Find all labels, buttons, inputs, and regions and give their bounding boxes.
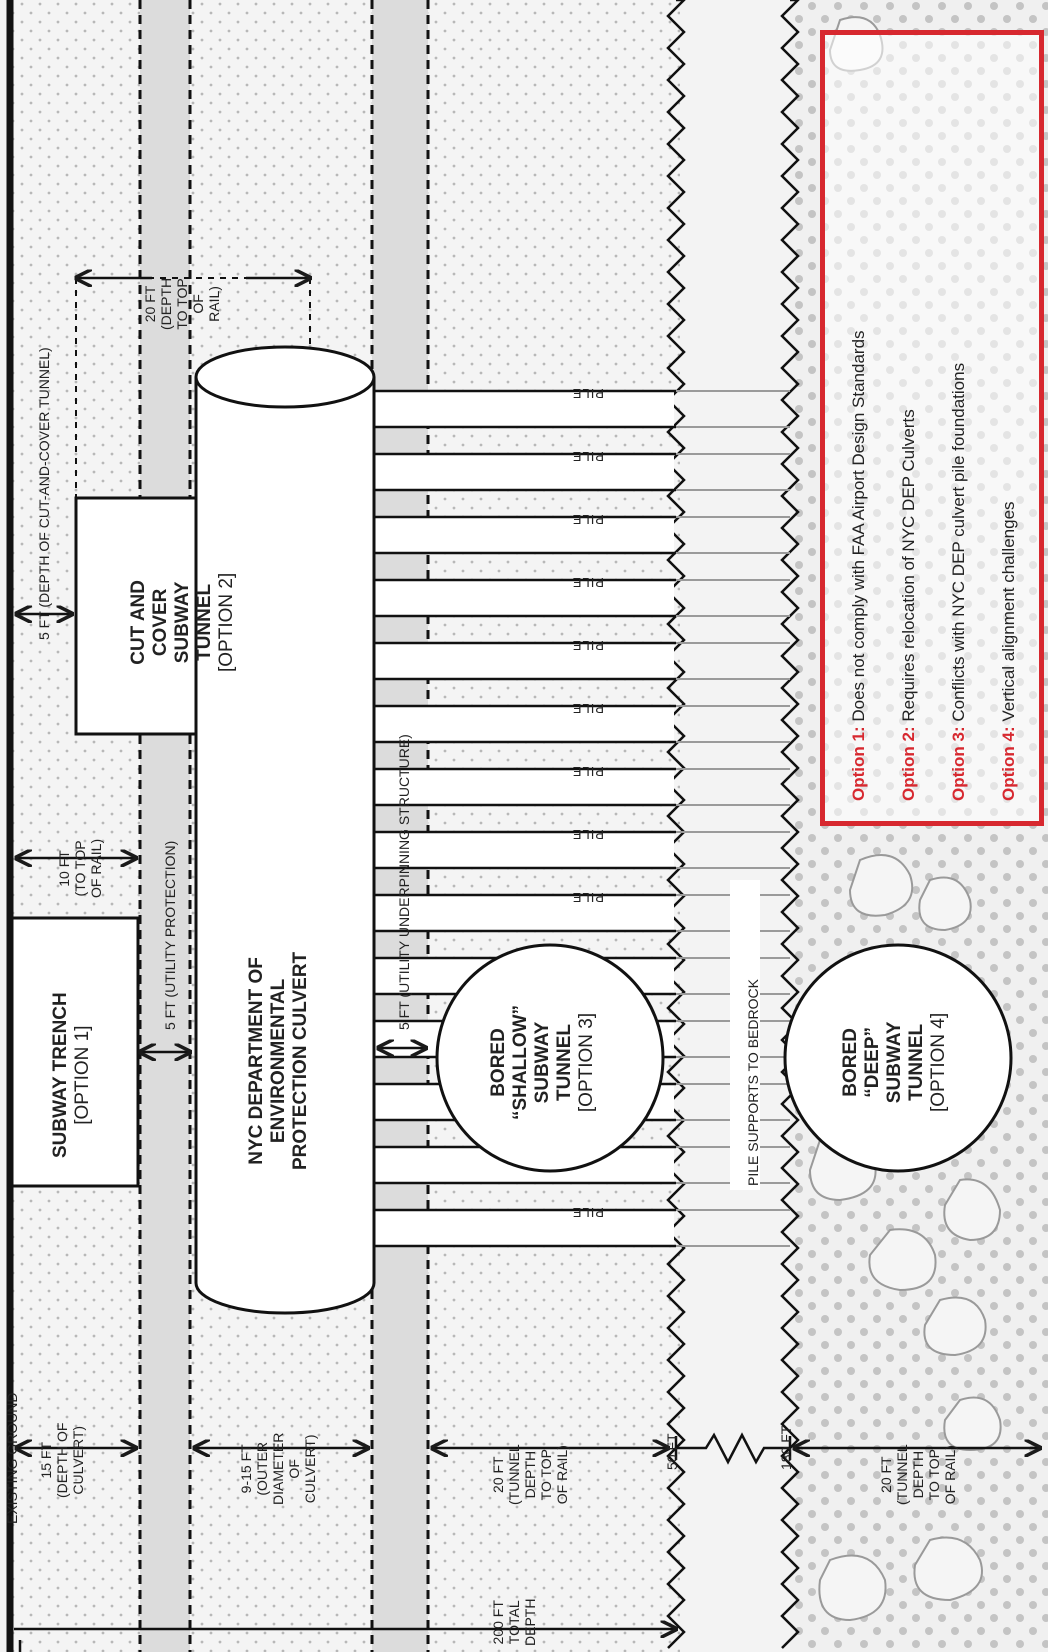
existing-ground-label: EXISTING GROUND	[4, 1392, 20, 1524]
utility-underpinning-label: 5 FT (UTILITY UNDERPINNING STRUCTURE)	[396, 734, 412, 1030]
pile-label: PILE	[571, 1205, 604, 1220]
pile	[374, 704, 790, 744]
depth-180-label: 180 FT	[778, 1425, 794, 1470]
bored-deep-circle	[783, 943, 1013, 1173]
pile	[374, 515, 790, 555]
pile-label: PILE	[571, 890, 604, 905]
pile-label: PILE	[571, 512, 604, 527]
legend-option-4: Option 4: Vertical alignment challenges	[999, 501, 1018, 801]
pile	[374, 452, 790, 492]
pile	[374, 578, 790, 618]
pile	[374, 641, 790, 681]
pile-label: PILE	[571, 575, 604, 590]
options-legend: Option 1: Does not comply with FAA Airpo…	[820, 30, 1044, 826]
subway-trench-label: SUBWAY TRENCH[OPTION 1]	[50, 992, 93, 1158]
bored-shallow-circle	[435, 943, 665, 1173]
depth-50-label: 50 FT	[664, 1433, 680, 1470]
pile-label: PILE	[571, 449, 604, 464]
utility-protection-label: 5 FT (UTILITY PROTECTION)	[162, 840, 178, 1030]
pile	[374, 893, 790, 933]
pile-label: PILE	[571, 701, 604, 716]
pile-label: PILE	[571, 827, 604, 842]
pile-supports-label: PILE SUPPORTS TO BEDROCK	[745, 979, 761, 1186]
legend-option-2: Option 2: Requires relocation of NYC DEP…	[899, 409, 918, 801]
legend-option-3: Option 3: Conflicts with NYC DEP culvert…	[949, 362, 968, 801]
pile-label: PILE	[571, 764, 604, 779]
pile-label: PILE	[571, 638, 604, 653]
pile-label: PILE	[571, 386, 604, 401]
pile	[374, 767, 790, 807]
legend-option-1: Option 1: Does not comply with FAA Airpo…	[849, 330, 868, 801]
pile	[374, 1208, 790, 1248]
zigzag-180ft	[780, 0, 800, 1649]
zigzag-50ft	[666, 0, 686, 1649]
subway-trench-box	[10, 916, 140, 1188]
cut-cover-depth-label: 5 FT (DEPTH OF CUT-AND-COVER TUNNEL)	[36, 347, 52, 640]
pile	[374, 389, 790, 429]
pile	[374, 830, 790, 870]
